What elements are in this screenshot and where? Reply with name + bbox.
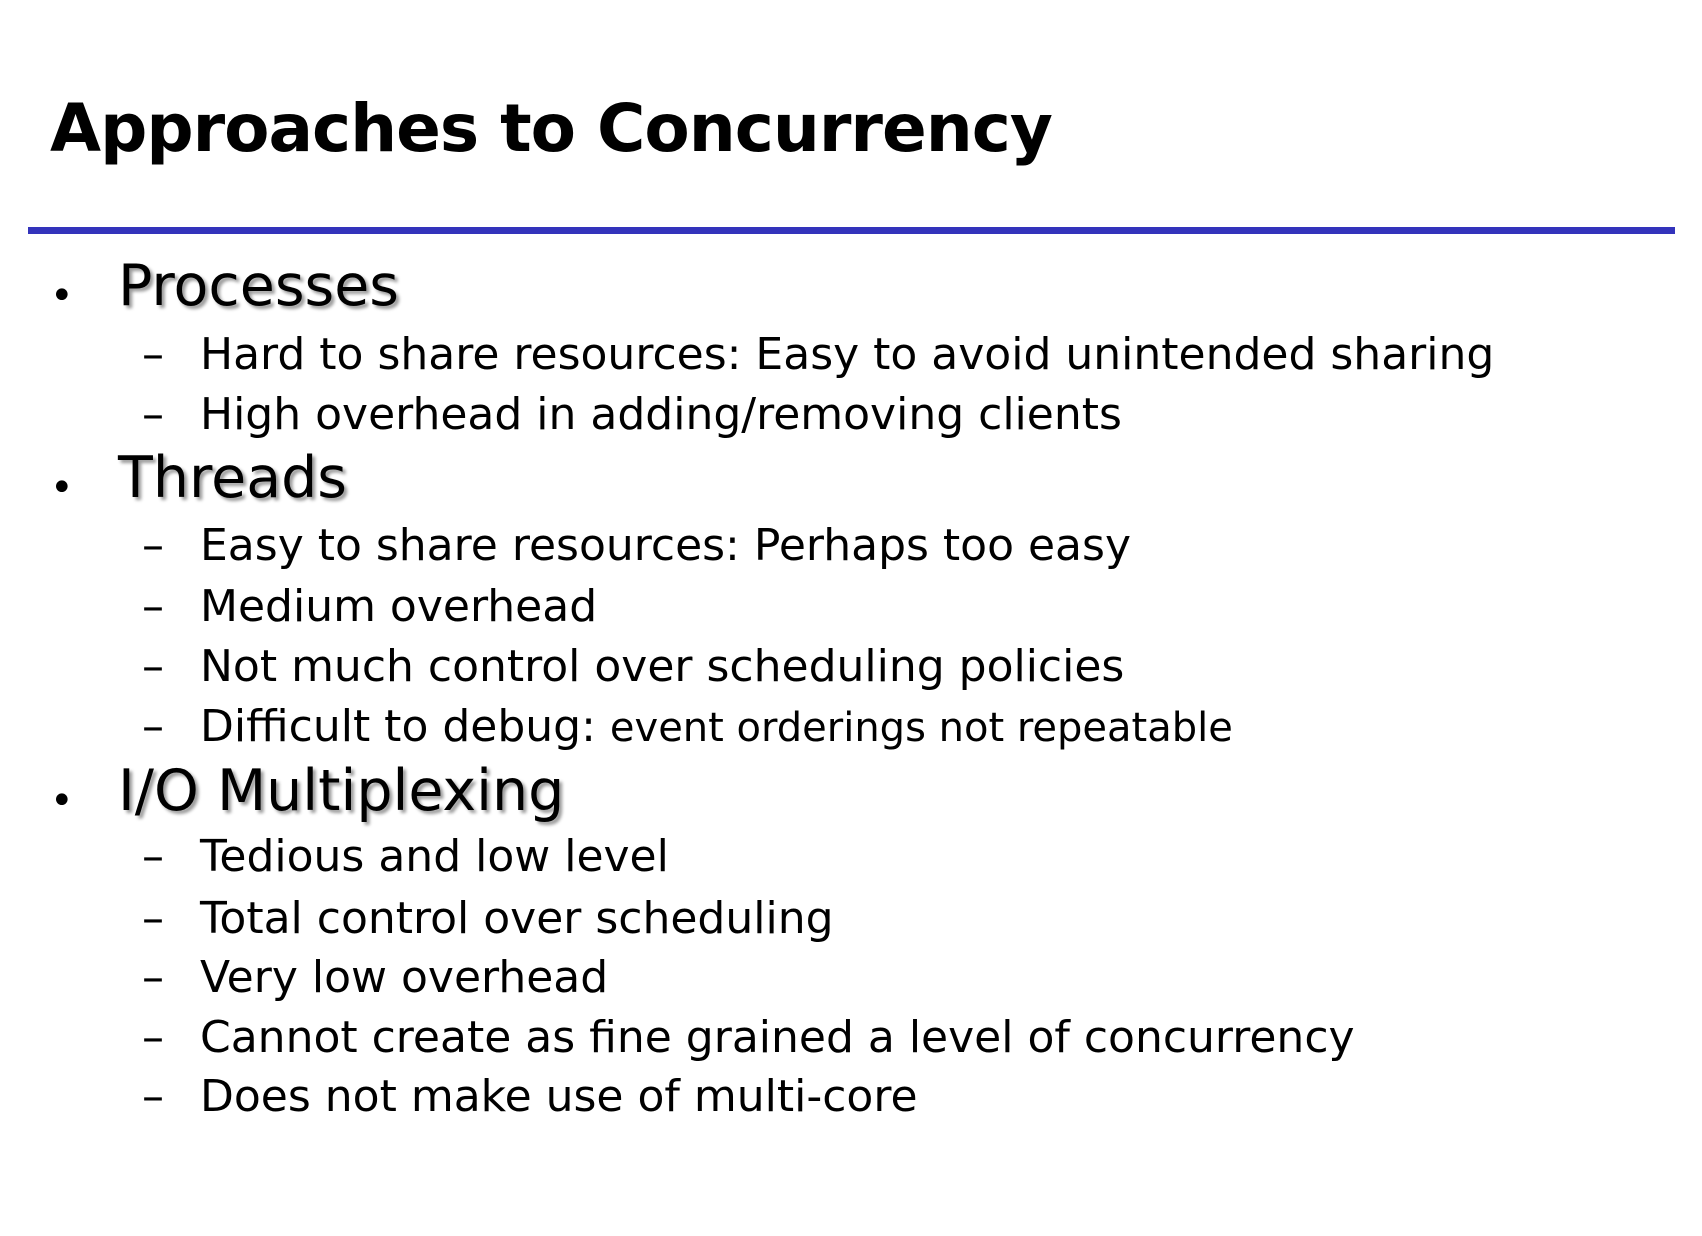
- dash-icon: –: [142, 581, 164, 632]
- topic-label: I/O Multiplexing: [118, 758, 565, 824]
- point-text: Easy to share resources: Perhaps too eas…: [200, 520, 1131, 571]
- point-text: Very low overhead: [200, 952, 609, 1003]
- dash-icon: –: [142, 893, 164, 944]
- topic-label: Threads: [118, 445, 348, 511]
- slide-title: Approaches to Concurrency: [50, 90, 1053, 167]
- bullet-icon: •: [50, 778, 74, 824]
- point-text: Hard to share resources: Easy to avoid u…: [200, 329, 1495, 380]
- point-detail: event orderings not repeatable: [609, 705, 1233, 751]
- dash-icon: –: [142, 389, 164, 440]
- dash-icon: –: [142, 831, 164, 882]
- dash-icon: –: [142, 701, 164, 752]
- dash-icon: –: [142, 952, 164, 1003]
- bullet-icon: •: [50, 273, 74, 319]
- point-text: Cannot create as fine grained a level of…: [200, 1012, 1355, 1063]
- topic-label: Processes: [118, 253, 399, 319]
- point-text: Tedious and low level: [200, 831, 669, 882]
- dash-icon: –: [142, 1071, 164, 1122]
- point-text: Not much control over scheduling policie…: [200, 641, 1125, 692]
- dash-icon: –: [142, 520, 164, 571]
- title-divider: [28, 227, 1675, 234]
- point-text: High overhead in adding/removing clients: [200, 389, 1122, 440]
- bullet-icon: •: [50, 465, 74, 511]
- point-text: Medium overhead: [200, 581, 598, 632]
- point-text: Difficult to debug: event orderings not …: [200, 705, 1233, 749]
- point-lead: Difficult to debug:: [200, 701, 610, 752]
- dash-icon: –: [142, 329, 164, 380]
- point-text: Does not make use of multi-core: [200, 1071, 918, 1122]
- dash-icon: –: [142, 641, 164, 692]
- dash-icon: –: [142, 1012, 164, 1063]
- point-text: Total control over scheduling: [200, 893, 834, 944]
